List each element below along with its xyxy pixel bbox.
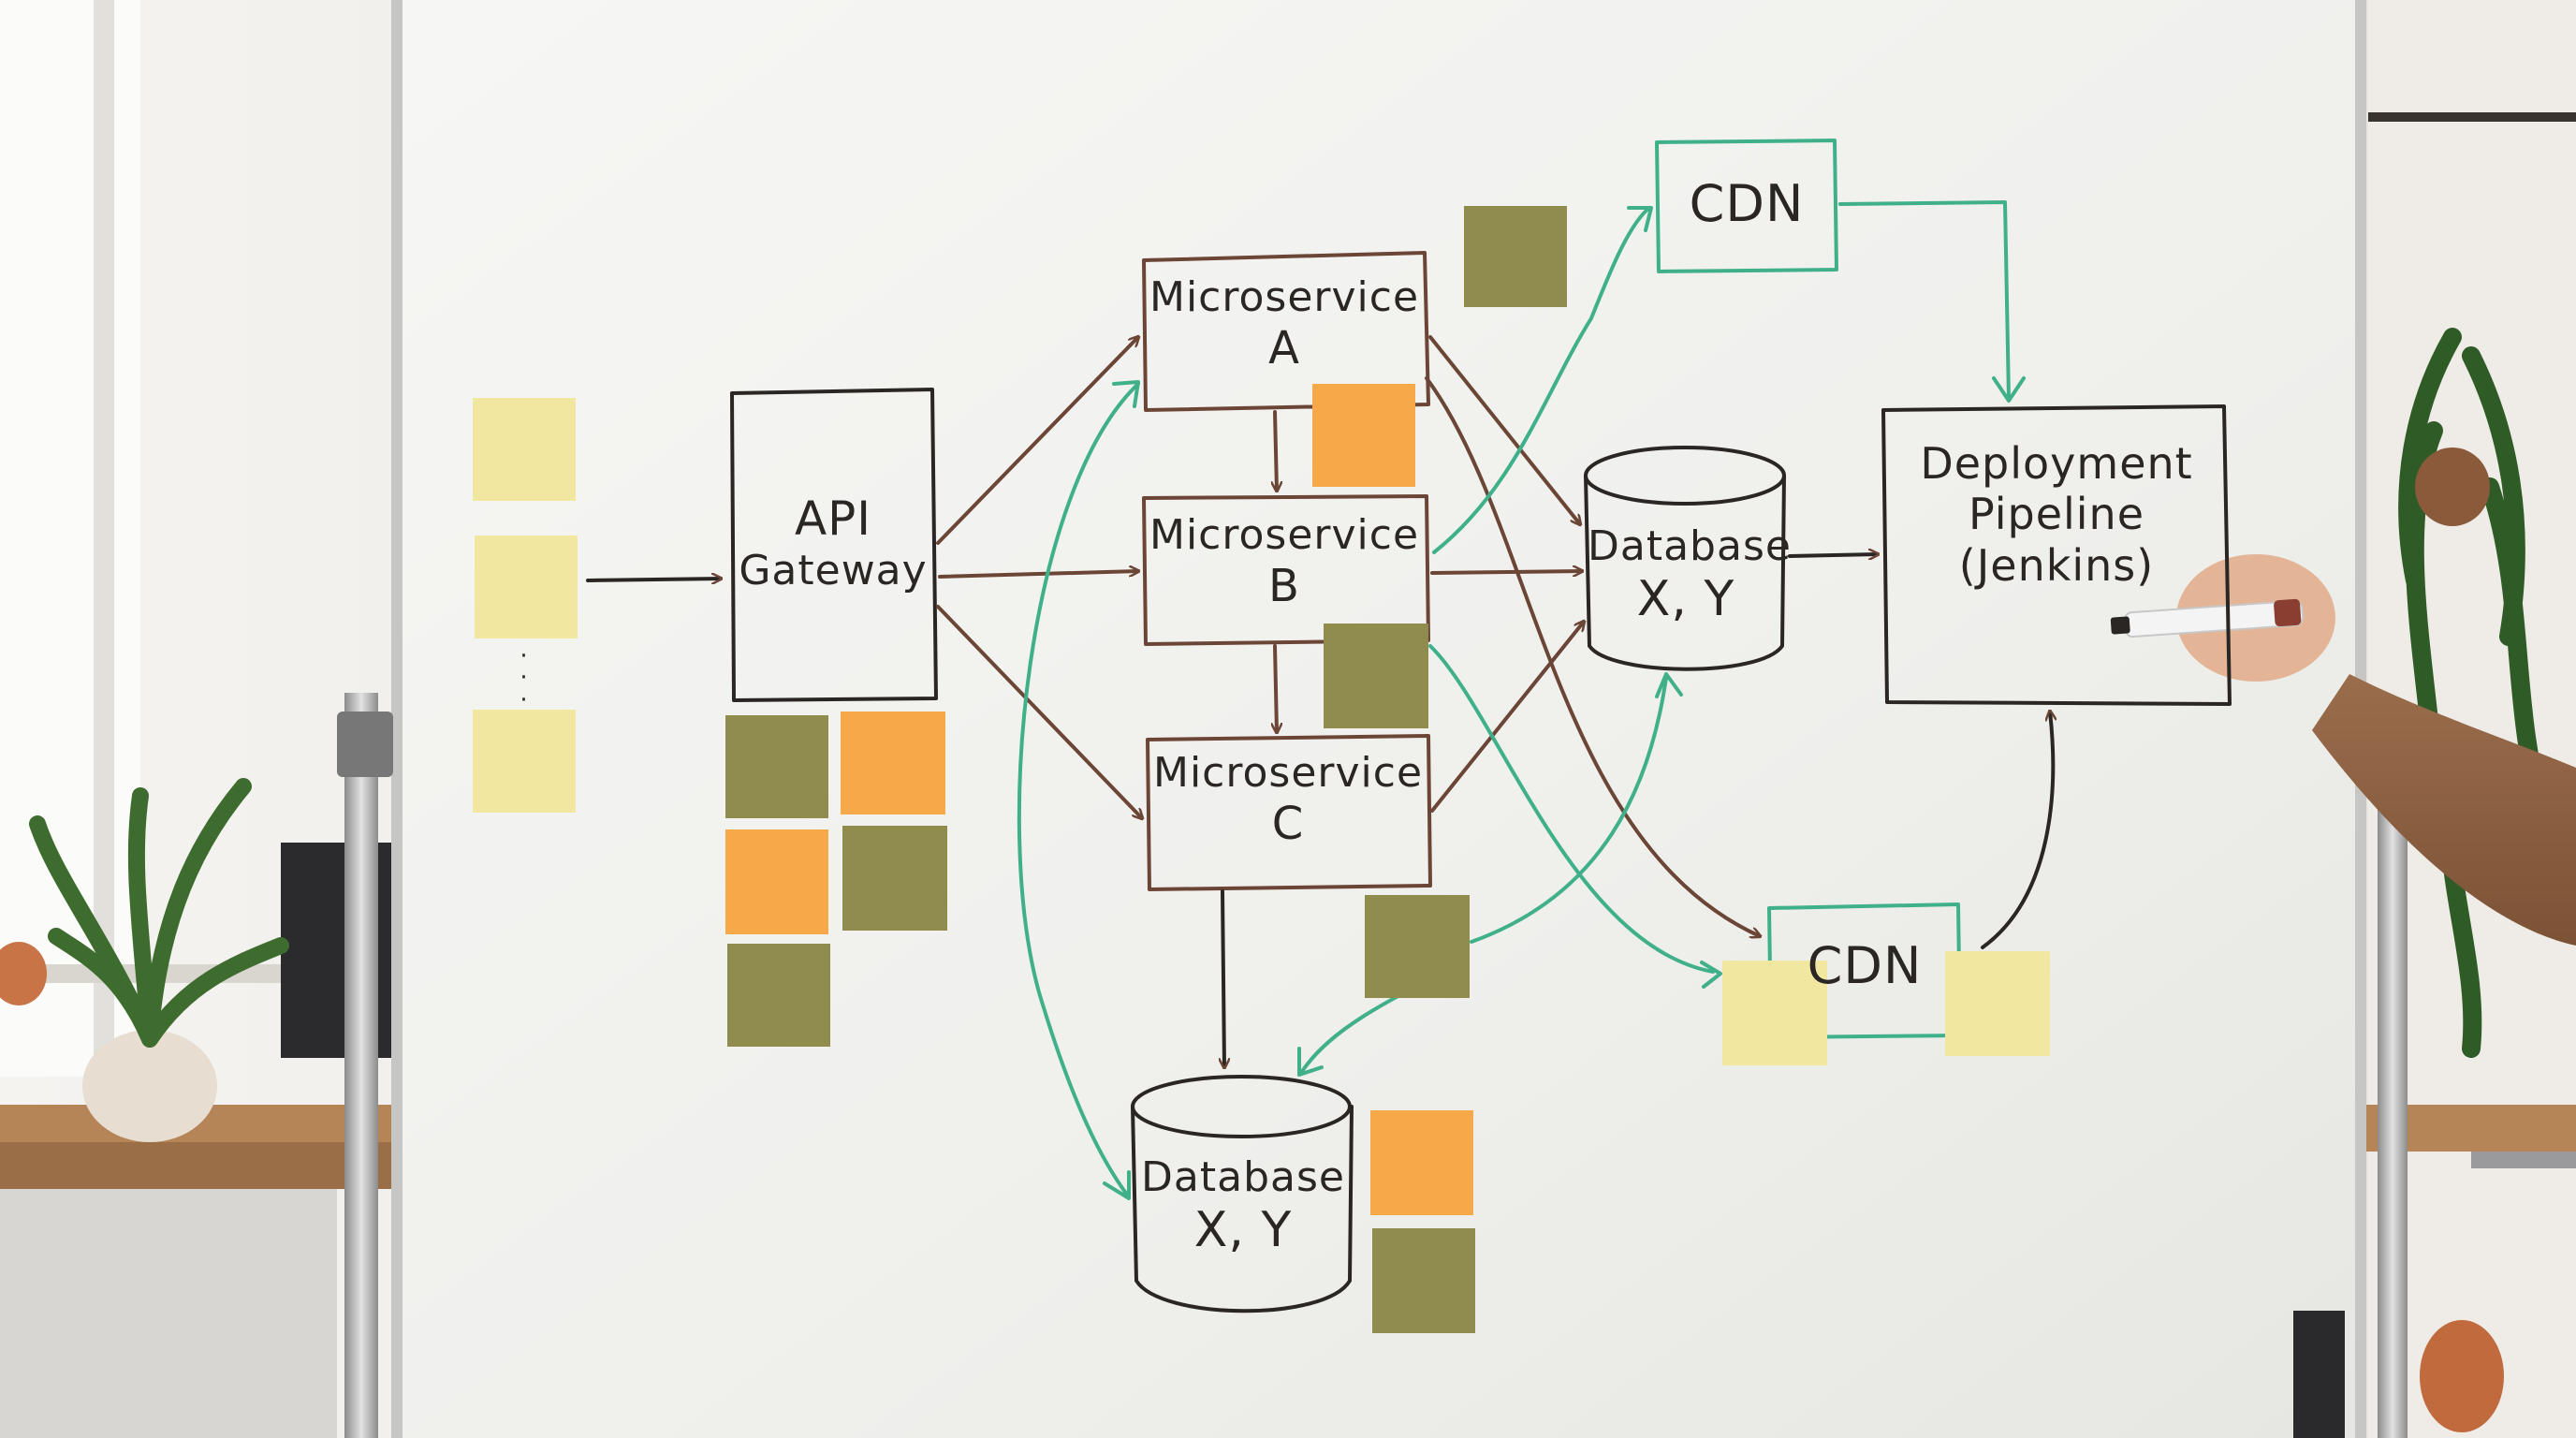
- arrowhead-cdn-top: [1627, 206, 1653, 232]
- sticky-note-olive-api-3: [727, 944, 830, 1047]
- sticky-note-yellow-cdn-right: [1945, 951, 2050, 1056]
- desk-left-front: [0, 1142, 393, 1189]
- arrowhead-ms-a-green: [1112, 380, 1140, 408]
- arrowhead-cdn-bottom: [1700, 961, 1722, 989]
- stand-bracket-left: [337, 712, 393, 777]
- arrow-api-ms-b: [938, 571, 1138, 579]
- arrow-ms-c-db-mid: [1430, 622, 1584, 813]
- arrowhead-db-bottom-left: [1103, 1170, 1131, 1200]
- arrow-ms-a-db-bottom-green: [1017, 382, 1140, 1196]
- plant-pot-small: [0, 942, 47, 1005]
- cdn-top-box: [1655, 139, 1838, 273]
- sticky-note-olive-top: [1464, 206, 1567, 307]
- sticky-note-olive-ms-b: [1324, 624, 1428, 728]
- arrow-cdn-bottom-pipeline: [1981, 712, 2053, 949]
- laptop: [2471, 1152, 2576, 1168]
- right-shelf: [2368, 112, 2576, 122]
- window-frame: [94, 0, 114, 1077]
- arrow-api-ms-c: [936, 605, 1142, 818]
- sticky-note-yellow-cdn-left: [1722, 961, 1827, 1065]
- sticky-note-orange-api-2: [725, 829, 828, 934]
- sticky-note-olive-api-2: [842, 826, 947, 931]
- arrow-ms-b-c: [1275, 644, 1277, 732]
- arrow-ms-c-db: [1222, 889, 1224, 1067]
- arrow-db-pipeline: [1788, 554, 1878, 556]
- sticky-notes: [473, 206, 2050, 1333]
- plant-pot-left: [82, 1030, 217, 1142]
- sticky-note-orange-api-1: [841, 712, 945, 814]
- arrow-ms-a-db: [1428, 335, 1580, 524]
- stand-pole-left: [344, 693, 378, 1438]
- arrowhead-db-bottom: [1297, 1047, 1324, 1077]
- sticky-note-orange-db: [1370, 1110, 1473, 1215]
- deployment-pipeline-box: [1881, 404, 2232, 706]
- radiator: [0, 1189, 337, 1438]
- arrowhead-db-mid: [1655, 672, 1683, 698]
- arrow-cdn-bottom-db: [1470, 676, 1668, 944]
- arrow-cdn-top-pipeline: [1838, 200, 2011, 401]
- window: [0, 0, 140, 1077]
- arm: [2312, 674, 2576, 946]
- hanging-pot: [2415, 448, 2490, 526]
- arrow-ms-b-cdn-bottom: [1428, 644, 1715, 974]
- sticky-note-orange-ms-a: [1312, 384, 1415, 487]
- sticky-note-olive-ms-c: [1365, 895, 1470, 998]
- arrow-ms-a-cdn-bottom: [1425, 376, 1760, 936]
- marker-cap: [2274, 598, 2302, 627]
- arrow-ms-a-b: [1275, 410, 1277, 491]
- sticky-note-yellow-client-3: [473, 710, 576, 813]
- microservice-a-box: [1142, 251, 1430, 412]
- floor-pot-right: [2420, 1320, 2504, 1432]
- arrow-api-ms-a: [936, 337, 1138, 545]
- sticky-note-olive-db: [1372, 1228, 1475, 1333]
- hanging-plant: [2398, 328, 2555, 1058]
- stand-foot-right: [2293, 1311, 2345, 1438]
- api-gateway-box: [730, 388, 938, 702]
- arrow-clients-api: [586, 579, 721, 580]
- sticky-note-yellow-client-1: [473, 398, 576, 501]
- microservice-c-box: [1146, 734, 1432, 891]
- plant-left: [29, 778, 289, 1048]
- database-middle-cylinder: [1584, 446, 1786, 671]
- stand-pole-right: [2378, 805, 2408, 1438]
- database-bottom-cylinder: [1131, 1075, 1354, 1313]
- sticky-note-yellow-client-2: [475, 536, 578, 638]
- arrow-ms-b-db: [1430, 571, 1582, 573]
- arrowhead-pipeline-top: [1992, 376, 2026, 403]
- sticky-note-olive-api-1: [725, 715, 828, 818]
- diagram-arrows: [586, 200, 2053, 1200]
- marker-tip: [2110, 616, 2130, 635]
- arrow-ms-b-cdn-top: [1432, 206, 1651, 554]
